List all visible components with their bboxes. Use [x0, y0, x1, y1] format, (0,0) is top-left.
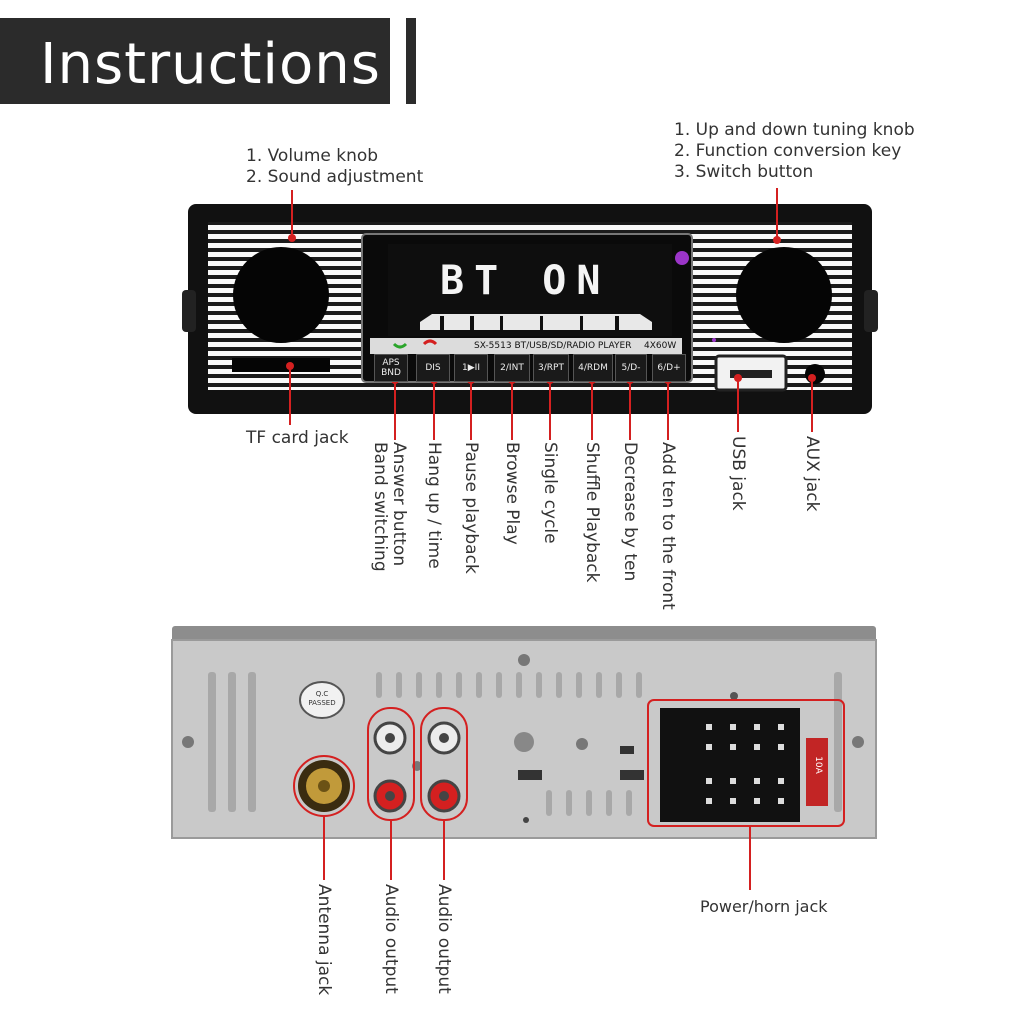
dis-button[interactable]: DIS — [416, 354, 450, 382]
power-horn-label: Power/horn jack — [700, 897, 828, 916]
rdm-button[interactable]: 4/RDM — [573, 354, 613, 382]
qc-passed-stamp: Q.C PASSED — [308, 690, 336, 707]
back-callouts — [293, 699, 845, 890]
browse-label: Browse Play — [502, 442, 522, 545]
audio-output-label-1: Audio output — [381, 884, 401, 994]
tf-card-label: TF card jack — [246, 428, 349, 448]
fuse-label: 10A — [812, 756, 823, 774]
left-knob-line-1: 1. Volume knob — [246, 146, 379, 166]
usb-jack-label: USB jack — [728, 436, 748, 511]
shuffle-label: Shuffle Playback — [582, 442, 602, 583]
play-pause-button[interactable]: 1▶II — [454, 354, 488, 382]
add-ten-label: Add ten to the front — [658, 442, 678, 610]
page-title: Instructions — [40, 32, 381, 97]
answer-band-label: Answer button Band switching — [370, 442, 409, 572]
front-callouts — [289, 188, 813, 440]
title-divider — [406, 18, 416, 104]
increase-button[interactable]: 6/D+ — [652, 354, 686, 382]
right-knob-line-2: 2. Function conversion key — [674, 141, 902, 161]
single-cycle-label: Single cycle — [540, 442, 560, 544]
right-knob-line-3: 3. Switch button — [674, 162, 814, 182]
aps-bnd-button[interactable]: APS BND — [374, 354, 408, 382]
decrease-label: Decrease by ten — [620, 442, 640, 582]
hang-up-label: Hang up / time — [424, 442, 444, 569]
power-line: 4X60W — [644, 341, 677, 351]
model-line: SX-5513 BT/USB/SD/RADIO PLAYER — [474, 341, 632, 351]
pause-label: Pause playback — [461, 442, 481, 574]
decrease-button[interactable]: 5/D- — [615, 354, 647, 382]
left-knob-line-2: 2. Sound adjustment — [246, 167, 424, 187]
title-banner: Instructions — [0, 18, 390, 104]
lcd-display-text: BT ON — [440, 258, 611, 304]
aux-jack-label: AUX jack — [802, 436, 822, 512]
right-knob-annotation: 1. Up and down tuning knob 2. Function c… — [674, 120, 915, 183]
front-panel — [182, 204, 878, 414]
antenna-jack-label: Antenna jack — [314, 884, 334, 996]
left-knob-annotation: 1. Volume knob 2. Sound adjustment — [246, 146, 423, 188]
audio-output-label-2: Audio output — [434, 884, 454, 994]
right-knob-line-1: 1. Up and down tuning knob — [674, 120, 915, 140]
back-panel — [171, 626, 877, 839]
rpt-button[interactable]: 3/RPT — [533, 354, 569, 382]
int-button[interactable]: 2/INT — [494, 354, 530, 382]
